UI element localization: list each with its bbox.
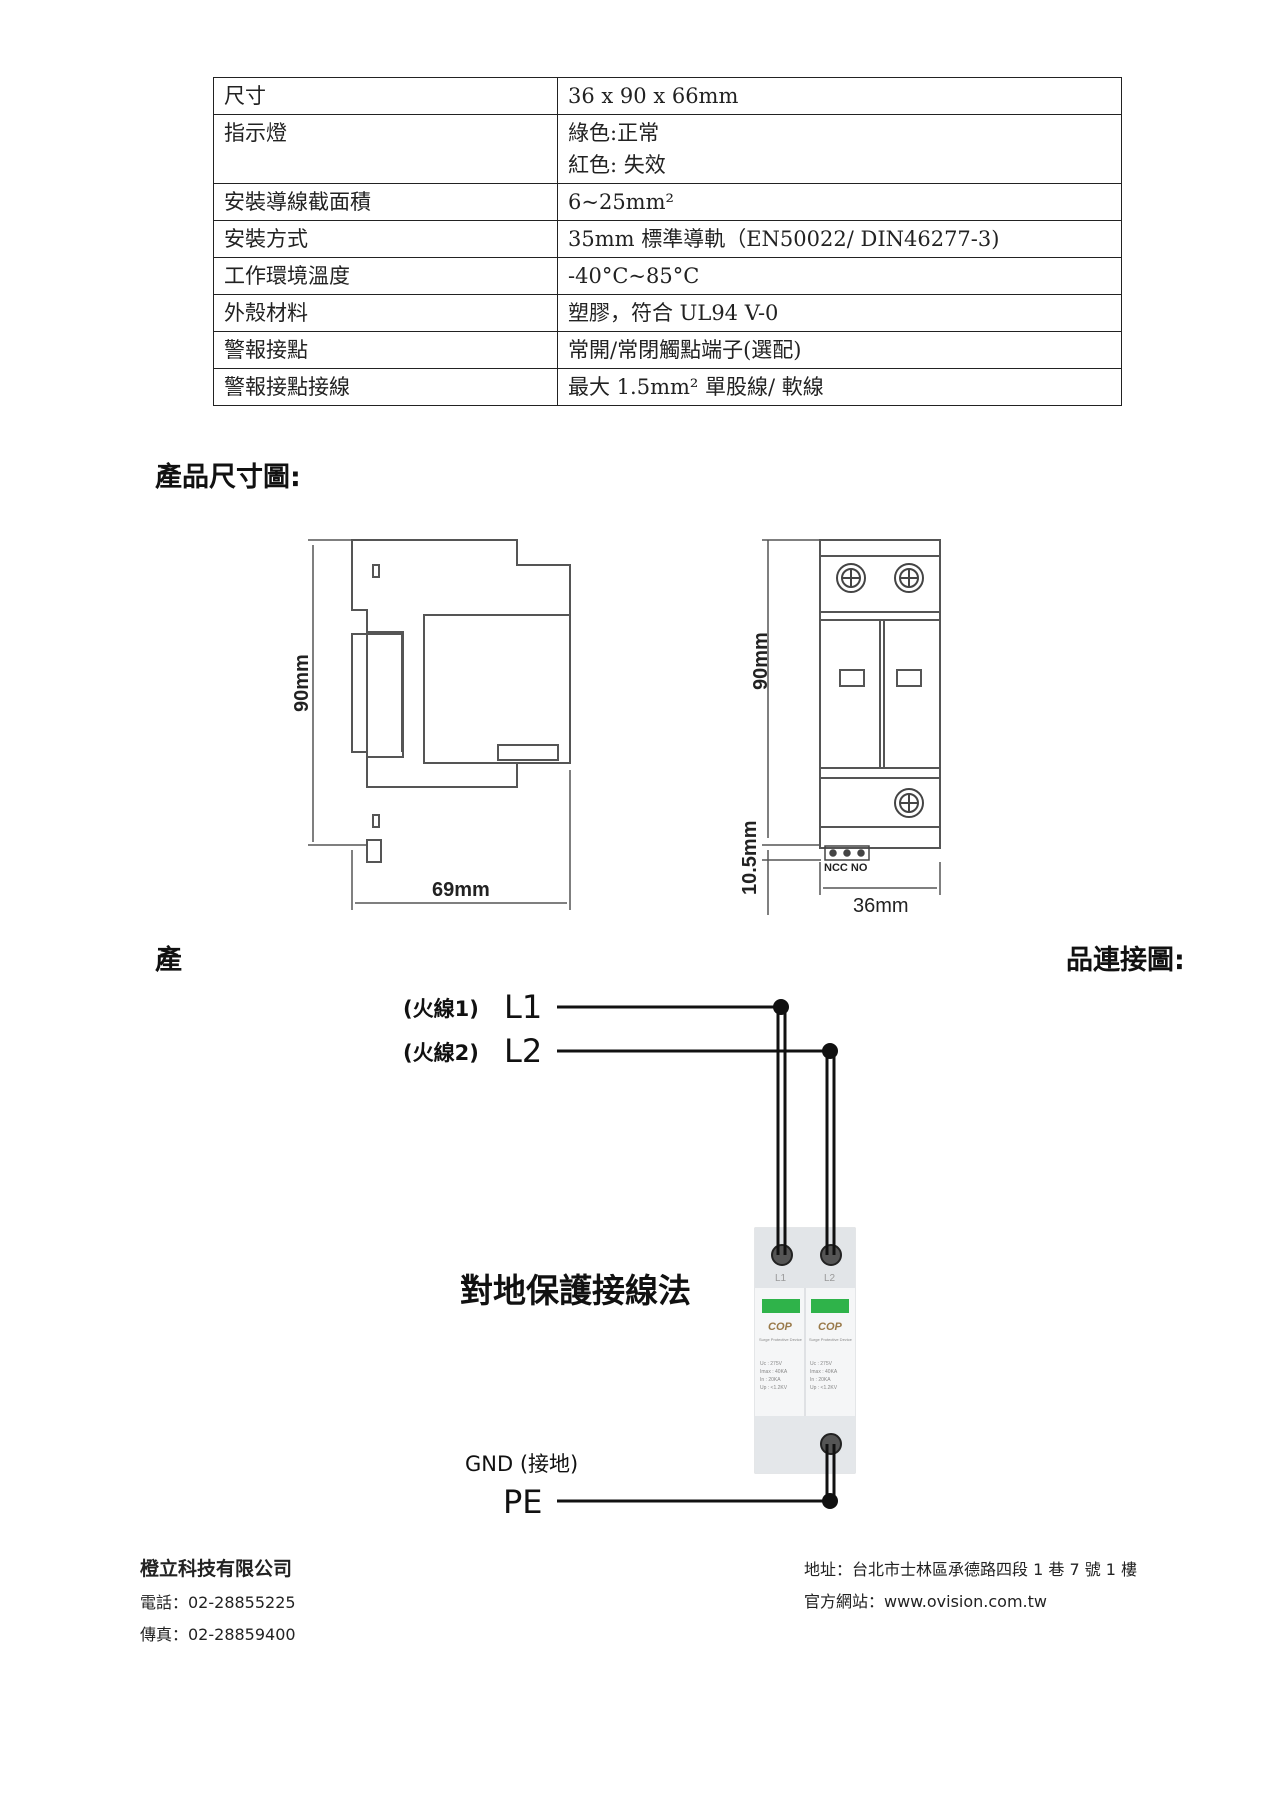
spd-device [754,1227,856,1474]
l1-name: (火線1) [403,997,479,1021]
terminal-height-label: 10.5mm [739,821,761,896]
device-spec-left: Imax : 40KA [760,1369,788,1375]
footer-phone: 電話：02-28855225 [140,1593,296,1612]
indicator-window [811,1299,849,1313]
spec-label: 工作環境溫度 [213,257,558,295]
device-spec-left: Uc : 275V [760,1361,783,1367]
device-spec-right: Up : <1.2KV [810,1385,838,1391]
side-depth-label: 69mm [432,879,490,901]
wires [557,1005,836,1503]
spec-value-line: 綠色:正常 [568,121,660,145]
table-row: 尺寸 36 x 90 x 66mm [213,77,1122,115]
footer-fax: 傳真：02-28859400 [140,1625,296,1644]
pe-label: PE [503,1483,543,1520]
alarm-terminal [824,845,870,861]
spec-label: 尺寸 [213,77,558,115]
spec-label: 指示燈 [213,114,558,184]
dimension-drawing: 90mm 69mm NCC NO 90mm [291,539,941,917]
device-spec-right: Imax : 40KA [810,1369,838,1375]
footer-website: 官方網站：www.ovision.com.tw [804,1592,1047,1611]
spec-label: 安裝方式 [213,220,558,258]
spec-value: -40°C~85°C [557,257,1122,295]
spec-label: 安裝導線截面積 [213,183,558,221]
side-view [351,539,571,863]
front-view [819,539,941,849]
front-width-label: 36mm [853,895,909,917]
dimension-heading: 產品尺寸圖: [155,462,301,493]
device-term-2: L2 [824,1273,836,1284]
table-row: 工作環境溫度 -40°C~85°C [213,257,1122,295]
spec-value: 36 x 90 x 66mm [557,77,1122,115]
front-view-dimensions [762,539,941,915]
l1-label: L1 [504,988,542,1026]
spec-value: 6~25mm² [557,183,1122,221]
spec-value-line: 紅色: 失效 [568,153,666,177]
front-height-label: 90mm [750,632,772,690]
table-row: 安裝方式 35mm 標準導軌（EN50022/ DIN46277-3) [213,220,1122,258]
table-row: 警報接點接線 最大 1.5mm² 單股線/ 軟線 [213,368,1122,406]
indicator-window [762,1299,800,1313]
connection-heading-left: 產 [155,945,182,976]
l2-name: (火線2) [403,1041,479,1065]
wiring-diagram: L1 L2 COP COP Surge Protective Device Su… [403,988,856,1520]
table-row: 安裝導線截面積 6~25mm² [213,183,1122,221]
spec-label: 警報接點 [213,331,558,369]
terminal-labels: NCC NO [824,862,868,874]
device-spec-left: In : 20KA [760,1377,781,1383]
spec-value: 常開/常閉觸點端子(選配) [557,331,1122,369]
footer-company: 橙立科技有限公司 [140,1558,293,1580]
footer-address: 地址：台北市士林區承德路四段 1 巷 7 號 1 樓 [804,1560,1138,1579]
front-screws [836,563,924,818]
junction-dots [773,999,838,1509]
device-term-1: L1 [775,1273,787,1284]
table-row: 警報接點 常開/常閉觸點端子(選配) [213,331,1122,369]
device-subtitle-right: Surge Protective Device [809,1337,853,1342]
table-row: 指示燈 綠色:正常 紅色: 失效 [213,114,1122,184]
spec-value: 35mm 標準導軌（EN50022/ DIN46277-3) [557,220,1122,258]
device-subtitle-left: Surge Protective Device [759,1337,803,1342]
device-spec-left: Up : <1.2KV [760,1385,788,1391]
spec-value: 最大 1.5mm² 單股線/ 軟線 [557,368,1122,406]
device-spec-right: In : 20KA [810,1377,831,1383]
table-row: 外殼材料 塑膠，符合 UL94 V-0 [213,294,1122,332]
spec-label: 警報接點接線 [213,368,558,406]
device-spec-right: Uc : 275V [810,1361,833,1367]
device-brand-right: COP [818,1321,843,1333]
spec-value: 綠色:正常 紅色: 失效 [557,114,1122,184]
l2-label: L2 [504,1032,542,1070]
gnd-label: GND (接地) [465,1452,578,1476]
spec-value: 塑膠，符合 UL94 V-0 [557,294,1122,332]
connection-heading-right: 品連接圖: [1066,945,1185,976]
spec-label: 外殼材料 [213,294,558,332]
device-brand-left: COP [768,1321,793,1333]
spec-table: 尺寸 36 x 90 x 66mm 指示燈 綠色:正常 紅色: 失效 安裝導線截… [213,77,1122,406]
wiring-method-label: 對地保護接線法 [460,1271,691,1310]
side-height-label: 90mm [291,654,313,712]
side-view-dimensions [308,539,571,910]
